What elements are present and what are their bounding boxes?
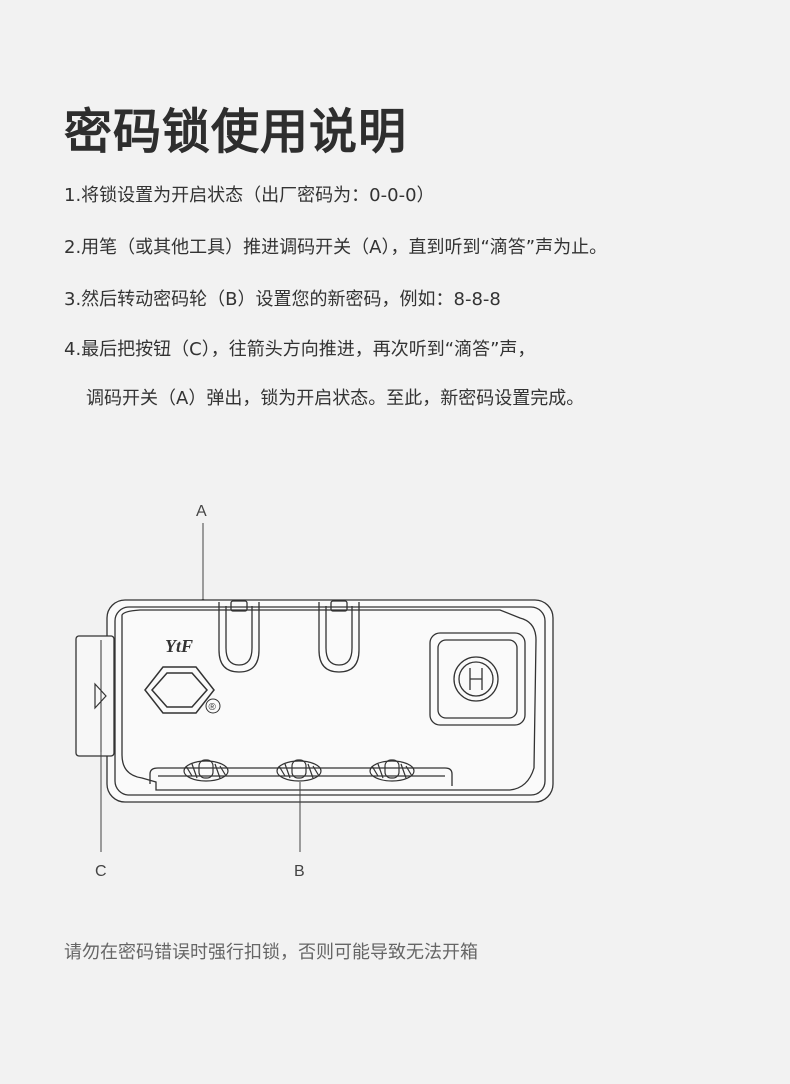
brand-logo-text: YtF: [165, 636, 193, 656]
step-4-text: 4.最后把按钮（C），往箭头方向推进，再次听到“滴答”声，: [64, 339, 536, 360]
step-1-text: 1.将锁设置为开启状态（出厂密码为：0-0-0）: [64, 185, 435, 206]
callout-c-label: C: [95, 863, 107, 880]
lock-body: [106, 599, 554, 803]
step-4-continuation-text: 调码开关（A）弹出，锁为开启状态。至此，新密码设置完成。: [86, 388, 585, 409]
registered-mark: ®: [209, 702, 217, 713]
callout-a-label: A: [196, 503, 207, 520]
arrow-right-icon: [94, 682, 107, 710]
key-cylinder: [429, 632, 526, 726]
top-slots: [218, 600, 360, 673]
registered-circle: [205, 698, 221, 714]
callout-b-label: B: [294, 863, 305, 880]
step-3-text: 3.然后转动密码轮（B）设置您的新密码，例如：8-8-8: [64, 289, 501, 310]
dial-1: [183, 759, 229, 782]
page-title: 密码锁使用说明: [64, 104, 408, 160]
dial-3: [369, 759, 415, 782]
dial-2: [276, 759, 322, 782]
step-2-text: 2.用笔（或其他工具）推进调码开关（A），直到听到“滴答”声为止。: [64, 237, 608, 258]
lock-diagram: A YtF ®: [75, 503, 554, 880]
warning-text: 请勿在密码错误时强行扣锁，否则可能导致无法开箱: [64, 942, 478, 963]
hexagon-logo-icon: [144, 666, 215, 714]
